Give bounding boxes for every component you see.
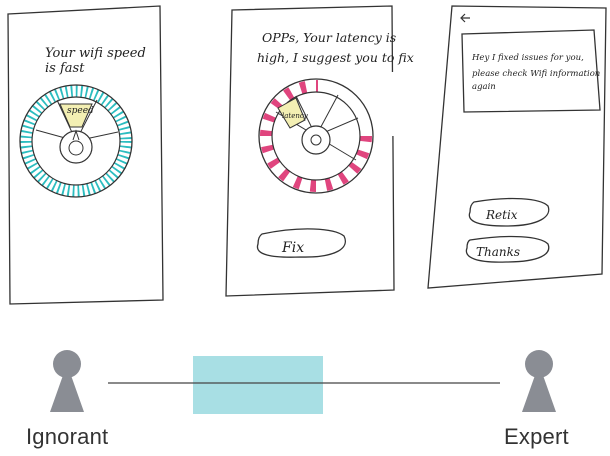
phone-sketch-fixed: Hey I fixed issues for you, please check… — [427, 5, 607, 289]
phone-sketch-latency: OPPs, Your latency is high, I suggest yo… — [225, 5, 414, 297]
thanks-button-label: Thanks — [476, 245, 520, 259]
gauge-outer-ring — [258, 78, 374, 194]
gauge-outer-ring — [19, 84, 133, 198]
thanks-button[interactable]: Thanks — [465, 235, 550, 263]
gauge-needle — [72, 129, 80, 141]
retix-button[interactable]: Retix — [468, 197, 550, 227]
retix-button-label: Retix — [485, 208, 518, 222]
ignorant-person-icon — [50, 350, 84, 412]
message-line: OPPs, Your latency is high, I suggest yo… — [257, 30, 414, 65]
message-line: Your wifi speed is fast — [45, 46, 150, 76]
gauge-label: speed — [67, 106, 94, 116]
gauge-highlight-segment — [59, 103, 93, 128]
gauge-knob — [59, 130, 93, 164]
gauge-ring-hatching — [260, 72, 398, 192]
gauge-inner-ring — [271, 91, 361, 181]
gauge-highlight-segment — [277, 97, 306, 129]
expert-label: Expert — [504, 424, 569, 449]
expertise-spectrum — [50, 350, 556, 414]
fix-button-label: Fix — [281, 240, 304, 256]
fix-button[interactable]: Fix — [256, 228, 346, 258]
ignorant-label: Ignorant — [26, 424, 109, 449]
phone-sketch-speed: Your wifi speed is fast speed — [7, 5, 164, 305]
gauge-ring-hatching — [20, 85, 132, 197]
message-bubble — [461, 29, 601, 113]
gauge-knob — [301, 125, 331, 155]
expert-person-icon — [522, 350, 556, 412]
gauge-label: latency — [282, 112, 309, 120]
message-line: Hey I fixed issues for you, please check… — [471, 53, 603, 92]
gauge-inner-ring — [31, 96, 121, 186]
back-arrow-icon[interactable] — [460, 13, 470, 23]
spectrum-highlight-band — [193, 356, 323, 414]
